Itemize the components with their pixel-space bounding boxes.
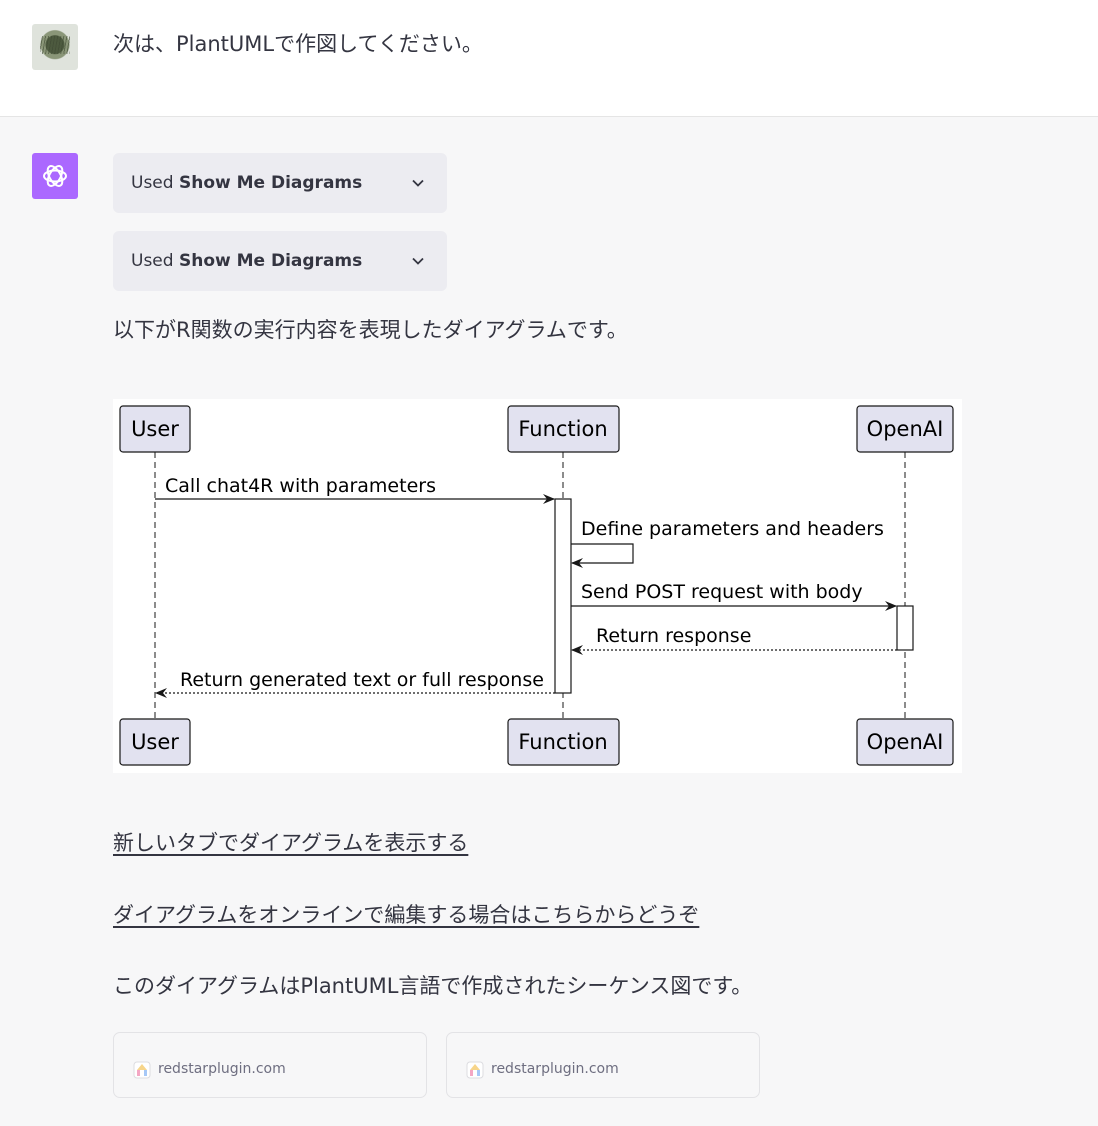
participant-user-top: User <box>119 405 191 453</box>
message-label: Define parameters and headers <box>581 518 884 540</box>
sequence-diagram: User Function OpenAI Call chat4R with pa… <box>113 399 962 773</box>
participant-user-bottom: User <box>119 718 191 766</box>
participant-label: User <box>131 730 179 754</box>
user-message-text: 次は、PlantUMLで作図してください。 <box>113 32 483 56</box>
participant-function-top: Function <box>507 405 620 453</box>
user-avatar <box>32 24 78 70</box>
plugin-name: Show Me Diagrams <box>178 251 363 271</box>
message-label: Call chat4R with parameters <box>165 475 436 497</box>
participant-label: OpenAI <box>867 417 944 441</box>
participant-label: User <box>131 417 179 441</box>
assistant-intro-text: 以下がR関数の実行内容を表現したダイアグラムです。 <box>113 318 628 342</box>
message-label: Send POST request with body <box>581 581 863 603</box>
source-card[interactable]: redstarplugin.com <box>113 1032 427 1098</box>
source-card[interactable]: redstarplugin.com <box>446 1032 760 1098</box>
source-domain: redstarplugin.com <box>158 1061 286 1077</box>
plugin-call-prefix: Used <box>131 173 174 193</box>
chatgpt-logo-icon <box>32 153 78 199</box>
source-domain: redstarplugin.com <box>491 1061 619 1077</box>
message-label: Return generated text or full response <box>180 669 544 691</box>
edit-diagram-online-link[interactable]: ダイアグラムをオンラインで編集する場合はこちらからどうぞ <box>113 903 700 927</box>
redstar-favicon-icon <box>466 1061 484 1079</box>
participant-function-bottom: Function <box>507 718 620 766</box>
plugin-call-toggle[interactable]: Used Show Me Diagrams <box>113 153 447 213</box>
participant-openai-bottom: OpenAI <box>856 718 954 766</box>
open-diagram-new-tab-link[interactable]: 新しいタブでダイアグラムを表示する <box>113 831 469 855</box>
message-label: Return response <box>596 625 751 647</box>
activation-bar-function <box>554 498 572 694</box>
redstar-favicon-icon <box>133 1061 151 1079</box>
participant-label: Function <box>518 417 607 441</box>
self-message-arrow <box>571 543 634 568</box>
participant-label: OpenAI <box>867 730 944 754</box>
plugin-call-prefix: Used <box>131 251 174 271</box>
participant-label: Function <box>518 730 607 754</box>
plugin-name: Show Me Diagrams <box>178 173 363 193</box>
chevron-down-icon <box>412 179 424 187</box>
plugin-call-toggle[interactable]: Used Show Me Diagrams <box>113 231 447 291</box>
assistant-message-row: Used Show Me Diagrams Used Show Me Diagr… <box>0 117 1098 1126</box>
participant-openai-top: OpenAI <box>856 405 954 453</box>
user-message-row: 次は、PlantUMLで作図してください。 <box>0 0 1098 117</box>
assistant-note-text: このダイアグラムはPlantUML言語で作成されたシーケンス図です。 <box>113 974 753 998</box>
chevron-down-icon <box>412 257 424 265</box>
activation-bar-openai <box>896 605 914 651</box>
